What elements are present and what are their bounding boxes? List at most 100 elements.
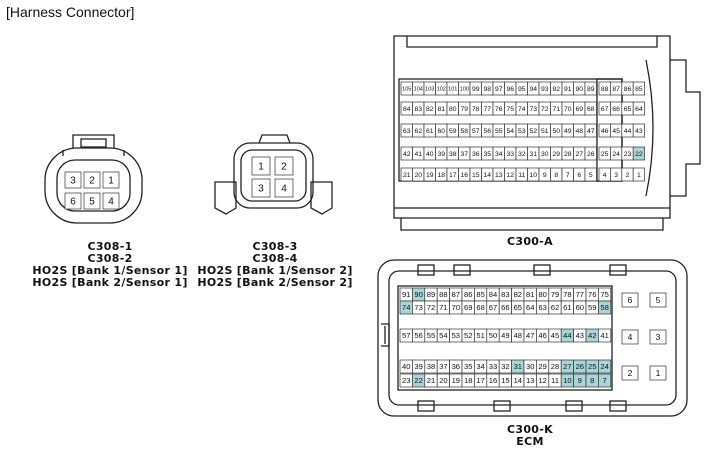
svg-text:80: 80 (449, 106, 457, 113)
c300-k-pin: 18 (461, 373, 475, 388)
c300-a-pin: 104 (412, 81, 425, 96)
svg-text:50: 50 (552, 128, 560, 135)
c300-k-pin: 90 (412, 287, 426, 302)
c300-a-pin: 66 (610, 101, 623, 116)
svg-text:70: 70 (564, 106, 572, 113)
c300-a-pin: 43 (632, 123, 645, 138)
c300-k-pin: 34 (474, 359, 488, 374)
c300-k-pin: 41 (598, 328, 612, 343)
svg-text:3: 3 (656, 332, 661, 342)
svg-text:25: 25 (588, 362, 596, 371)
c300-a-pin: 95 (515, 81, 528, 96)
c300-a-pin: 17 (446, 167, 459, 182)
c300-k-pin: 17 (474, 373, 488, 388)
svg-text:6: 6 (577, 172, 581, 179)
c300-a-pin: 52 (527, 123, 540, 138)
c300-a-pin: 37 (458, 146, 471, 161)
c300-a-pin: 25 (598, 146, 611, 161)
svg-text:75: 75 (600, 290, 608, 299)
svg-text:30: 30 (541, 151, 549, 158)
svg-text:84: 84 (489, 290, 497, 299)
c300-k-pin: 71 (436, 300, 450, 315)
c300-a-pin: 105 (400, 81, 413, 96)
svg-text:63: 63 (403, 128, 411, 135)
c308-1-pin: 3 (64, 171, 82, 189)
svg-text:57: 57 (402, 331, 410, 340)
c300-k-pin: 53 (449, 328, 463, 343)
svg-text:73: 73 (529, 106, 537, 113)
c300-a-pin: 102 (435, 81, 448, 96)
svg-text:5: 5 (89, 197, 95, 208)
c300-a-pin: 9 (538, 167, 551, 182)
svg-text:55: 55 (427, 331, 435, 340)
c300-a-pin: 26 (584, 146, 597, 161)
c300-k-pin: 61 (560, 300, 574, 315)
svg-text:6: 6 (70, 197, 76, 208)
svg-text:47: 47 (526, 331, 534, 340)
c300-k-pin: 1 (649, 365, 667, 381)
svg-text:24: 24 (600, 362, 608, 371)
svg-text:61: 61 (563, 303, 571, 312)
c300-a-pin: 86 (621, 81, 634, 96)
c300-a-pin: 6 (573, 167, 586, 182)
c300-k-pin: 76 (585, 287, 599, 302)
svg-text:85: 85 (635, 86, 643, 93)
c300-k-pin: 23 (399, 373, 413, 388)
svg-text:23: 23 (402, 376, 410, 385)
svg-text:2: 2 (281, 162, 287, 173)
c300-k-label: C300-K ECM (490, 424, 570, 448)
svg-text:43: 43 (635, 128, 643, 135)
c300-a-pin: 63 (400, 123, 413, 138)
svg-text:5: 5 (589, 172, 593, 179)
c300-a-pin: 80 (446, 101, 459, 116)
svg-text:44: 44 (563, 331, 571, 340)
svg-text:58: 58 (600, 303, 608, 312)
svg-text:48: 48 (575, 128, 583, 135)
c300-a-pin: 98 (481, 81, 494, 96)
svg-text:67: 67 (601, 106, 609, 113)
svg-text:5: 5 (656, 295, 661, 305)
svg-text:21: 21 (403, 172, 411, 179)
c300-a-pin: 61 (423, 123, 436, 138)
svg-text:32: 32 (501, 362, 509, 371)
c300-k-pin: 74 (399, 300, 413, 315)
svg-text:65: 65 (624, 106, 632, 113)
c300-a-pin: 7 (561, 167, 574, 182)
c308-2-desc: HO2S [Bank 2/Sensor 1] (32, 276, 188, 289)
svg-text:30: 30 (526, 362, 534, 371)
c300-a-pin: 71 (550, 101, 563, 116)
svg-text:4: 4 (281, 184, 287, 195)
svg-text:3: 3 (258, 184, 264, 195)
c300-k-pin: 47 (523, 328, 537, 343)
svg-text:42: 42 (403, 151, 411, 158)
svg-text:47: 47 (587, 128, 595, 135)
c300-a-pin: 62 (412, 123, 425, 138)
svg-text:53: 53 (518, 128, 526, 135)
c300-a-pin: 33 (504, 146, 517, 161)
c300-a-pin: 73 (527, 101, 540, 116)
svg-text:66: 66 (501, 303, 509, 312)
c300-a-pin: 79 (458, 101, 471, 116)
svg-text:74: 74 (518, 106, 526, 113)
svg-text:78: 78 (563, 290, 571, 299)
c300-a-pin: 39 (435, 146, 448, 161)
c300-k-pin: 69 (461, 300, 475, 315)
svg-text:52: 52 (464, 331, 472, 340)
c300-k-id: C300-K (507, 423, 553, 436)
svg-text:36: 36 (452, 362, 460, 371)
c300-k-pin: 85 (474, 287, 488, 302)
svg-text:39: 39 (437, 151, 445, 158)
c300-k-pin: 60 (573, 300, 587, 315)
c300-a-pin: 11 (515, 167, 528, 182)
svg-text:66: 66 (612, 106, 620, 113)
svg-text:100: 100 (460, 87, 469, 93)
svg-text:44: 44 (624, 128, 632, 135)
svg-text:80: 80 (538, 290, 546, 299)
c300-k-pin: 55 (424, 328, 438, 343)
c300-a-pin: 84 (400, 101, 413, 116)
svg-text:49: 49 (564, 128, 572, 135)
c300-a-pin: 32 (515, 146, 528, 161)
c300-k-pin: 37 (436, 359, 450, 374)
svg-text:83: 83 (414, 106, 422, 113)
